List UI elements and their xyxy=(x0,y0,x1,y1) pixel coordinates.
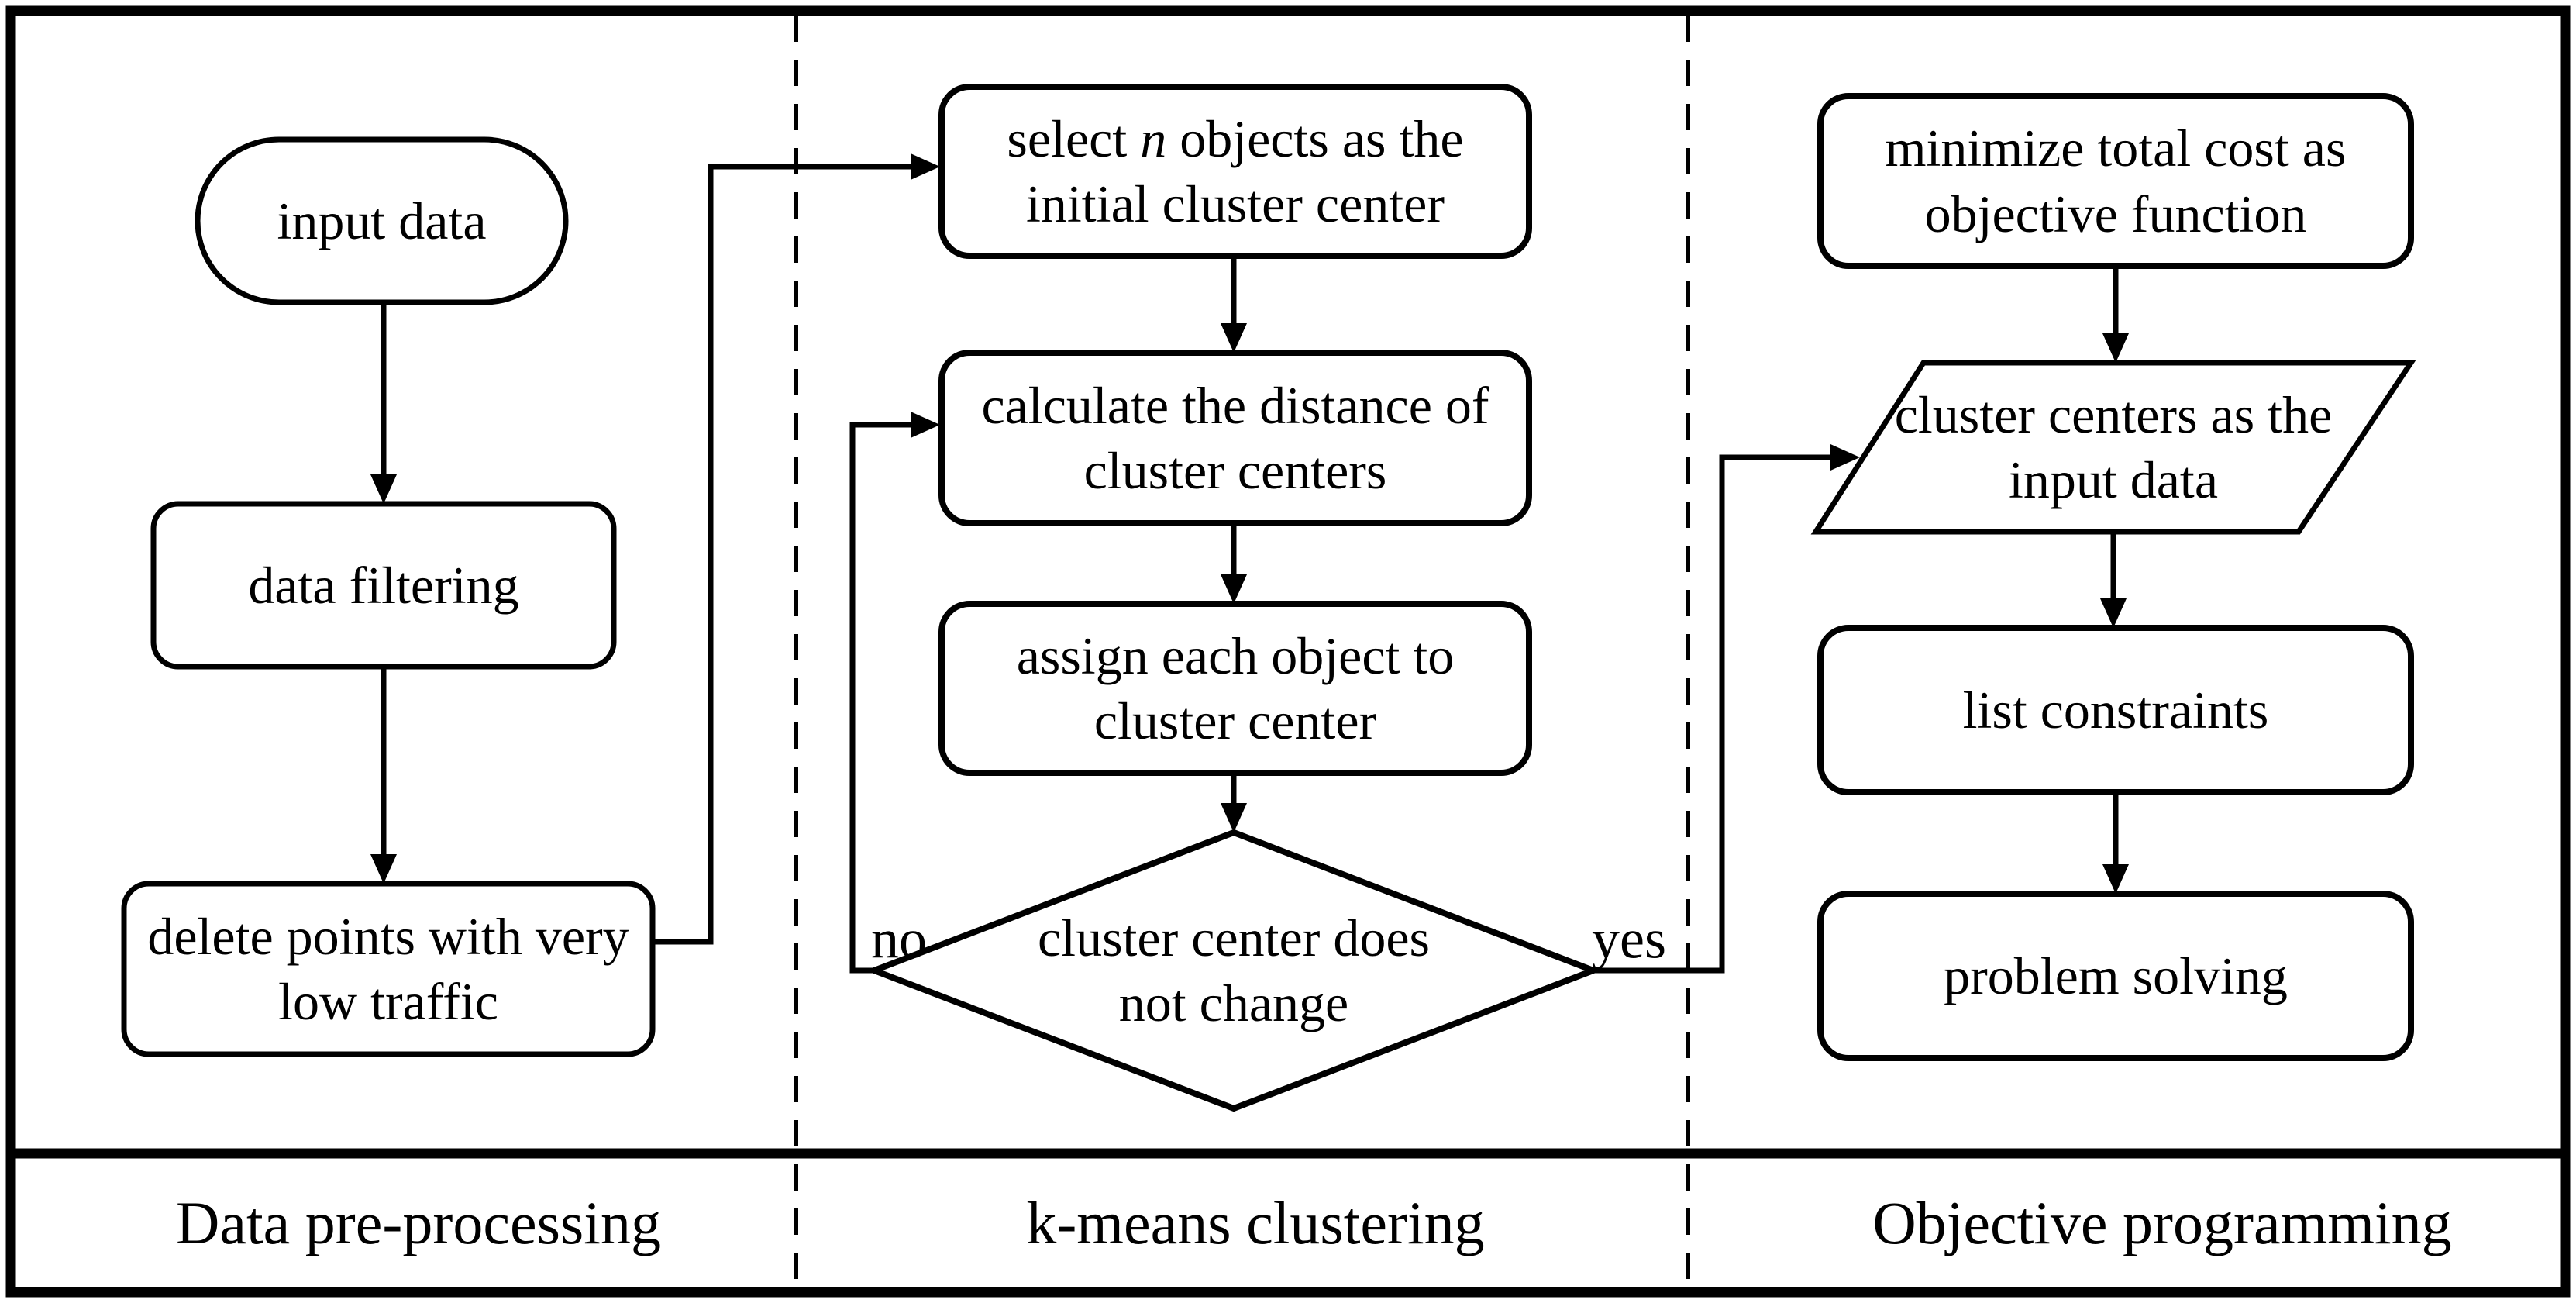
arrow-select-to-calculate xyxy=(1221,256,1247,353)
lane-label-objective: Objective programming xyxy=(1872,1189,2452,1256)
minimize-cost-label: minimize total cost as objective functio… xyxy=(1885,119,2347,243)
delete-points-node: delete points with very low traffic xyxy=(124,884,653,1054)
select-objects-label: select n objects as the initial cluster … xyxy=(949,106,1522,237)
decision-yes-label: yes xyxy=(1592,908,1666,970)
cluster-centers-parallelogram xyxy=(1810,360,2416,535)
list-constraints-node: list constraints xyxy=(1820,628,2411,792)
arrow-assign-to-decision xyxy=(1221,773,1247,832)
connector-yes-to-parallelogram xyxy=(1593,444,1860,974)
select-objects-label-suffix: objects as the initial cluster center xyxy=(1026,109,1464,233)
connector-line xyxy=(1593,454,1832,974)
figure-border xyxy=(5,5,2571,1298)
arrow-head xyxy=(911,153,940,180)
problem-solving-label: problem solving xyxy=(1944,946,2288,1005)
arrow-head xyxy=(2100,598,2127,628)
minimize-cost-node: minimize total cost as objective functio… xyxy=(1820,96,2411,266)
lane-label-kmeans: k-means clustering xyxy=(1026,1189,1485,1256)
arrow-head xyxy=(370,854,397,884)
select-objects-label-prefix: select xyxy=(1007,109,1141,168)
connector-line xyxy=(849,422,912,974)
assign-objects-node: assign each object to cluster center xyxy=(942,604,1529,773)
data-filtering-label: data filtering xyxy=(248,555,519,615)
arrow-head xyxy=(911,412,940,438)
arrow-filtering-to-delete xyxy=(370,667,397,884)
arrow-head xyxy=(2102,864,2129,894)
arrow-input-to-filtering xyxy=(370,302,397,504)
cluster-centers-input-node: cluster centers as the input data xyxy=(1860,363,2367,532)
decision-no-label: no xyxy=(871,908,927,970)
lane-label-preprocessing: Data pre-processing xyxy=(176,1189,661,1256)
arrow-constraints-to-solving xyxy=(2102,792,2129,894)
calculate-distance-node: calculate the distance of cluster center… xyxy=(942,353,1529,523)
data-filtering-node: data filtering xyxy=(153,504,614,667)
connector-delete-to-select xyxy=(653,153,940,945)
input-data-label: input data xyxy=(277,191,487,250)
arrow-calculate-to-assign xyxy=(1221,523,1247,604)
input-data-node: input data xyxy=(198,140,566,302)
arrow-parallelogram-to-constraints xyxy=(2100,532,2127,628)
calculate-distance-label: calculate the distance of cluster center… xyxy=(981,375,1489,500)
decision-label: cluster center does not change xyxy=(1038,908,1430,1032)
arrow-minimize-to-parallelogram xyxy=(2102,266,2129,363)
select-objects-variable: n xyxy=(1140,109,1167,168)
arrow-head xyxy=(1221,323,1247,353)
connector-no-loop xyxy=(849,412,940,974)
decision-node: cluster center does not change xyxy=(916,862,1551,1079)
arrow-head xyxy=(1221,803,1247,832)
list-constraints-label: list constraints xyxy=(1962,680,2269,739)
arrow-head xyxy=(1221,574,1247,604)
decision-diamond xyxy=(865,829,1603,1112)
cluster-centers-input-label: cluster centers as the input data xyxy=(1894,384,2333,509)
delete-points-shape xyxy=(121,881,656,1057)
delete-points-label: delete points with very low traffic xyxy=(147,906,629,1031)
arrow-head xyxy=(2102,333,2129,363)
connector-line xyxy=(653,164,912,945)
assign-objects-label: assign each object to cluster center xyxy=(1016,626,1455,750)
select-objects-node: select n objects as the initial cluster … xyxy=(942,87,1529,256)
arrow-head xyxy=(1830,444,1860,471)
problem-solving-node: problem solving xyxy=(1820,894,2411,1058)
arrow-head xyxy=(370,474,397,504)
